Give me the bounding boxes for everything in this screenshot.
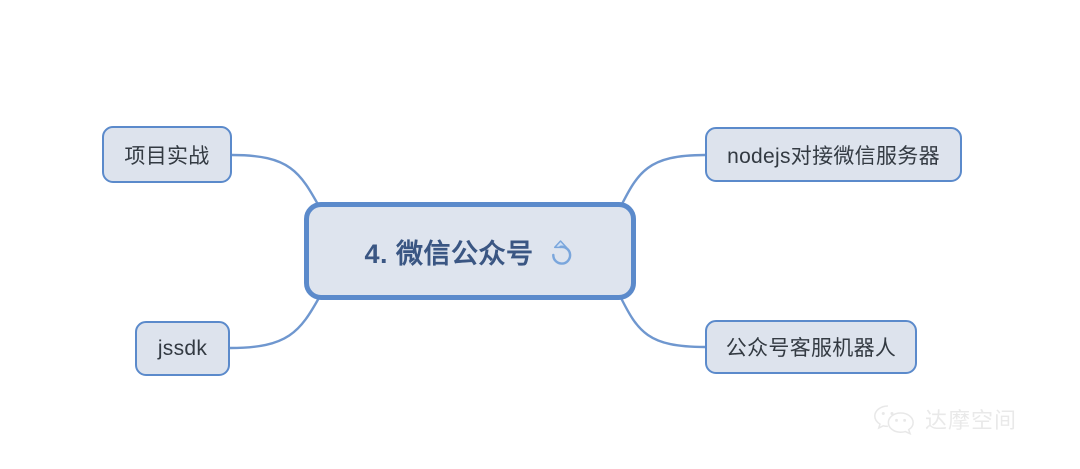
- node-top-left[interactable]: 项目实战: [102, 126, 232, 183]
- node-bottom-left[interactable]: jssdk: [135, 321, 230, 376]
- node-top-right-label: nodejs对接微信服务器: [727, 144, 940, 168]
- edge-center-to-top-left: [230, 153, 322, 210]
- center-node-label: 4. 微信公众号: [364, 238, 534, 269]
- node-bottom-right[interactable]: 公众号客服机器人: [705, 320, 917, 374]
- edge-center-to-top-right: [618, 153, 707, 210]
- watermark-text: 达摩空间: [925, 409, 1018, 434]
- wechat-logo-icon: [872, 402, 918, 436]
- node-bottom-left-label: jssdk: [157, 336, 208, 360]
- edge-center-to-bottom-right: [618, 294, 707, 349]
- center-node[interactable]: 4. 微信公众号: [304, 202, 636, 300]
- node-top-left-label: 项目实战: [124, 144, 210, 168]
- edge-center-to-bottom-left: [228, 294, 322, 350]
- node-top-right[interactable]: nodejs对接微信服务器: [705, 127, 962, 182]
- watermark: 达摩空间: [872, 402, 1017, 436]
- node-bottom-right-label: 公众号客服机器人: [725, 337, 897, 360]
- rotate-ccw-icon[interactable]: [546, 237, 576, 267]
